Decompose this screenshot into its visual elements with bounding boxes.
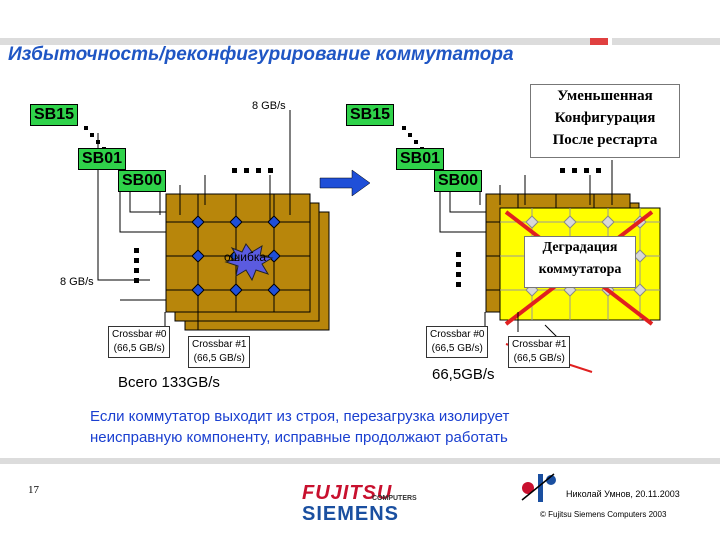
crossbar-node xyxy=(563,215,577,229)
left-crossbar-nodes xyxy=(191,215,281,297)
header-accent xyxy=(590,38,608,45)
left-sb15: SB15 xyxy=(30,104,79,126)
error-burst xyxy=(224,243,274,282)
crossbar-node xyxy=(633,249,647,263)
footer-rule xyxy=(0,458,720,464)
explanation-note: Если коммутатор выходит из строя, переза… xyxy=(90,408,510,446)
right-sb00: SB00 xyxy=(434,170,483,192)
left-sb01: SB01 xyxy=(78,148,127,170)
header-rule-right xyxy=(612,38,720,45)
crossbar-node xyxy=(601,215,615,229)
right-sb15: SB15 xyxy=(346,104,395,126)
left-xbar0-label: Crossbar #0(66,5 GB/s) xyxy=(108,326,171,358)
left-bandwidth-top: 8 GB/s xyxy=(252,100,286,112)
crossbar-node xyxy=(191,283,205,297)
siemens-logo: SIEMENS xyxy=(302,503,400,525)
left-total-bandwidth: Всего 133GB/s xyxy=(118,374,220,391)
slide-title: Избыточность/реконфигурирование коммутат… xyxy=(8,44,514,65)
fsc-emblem-icon xyxy=(521,473,556,502)
crossbar-node xyxy=(633,283,647,297)
header-rule xyxy=(0,38,590,45)
crossbar-node xyxy=(191,249,205,263)
transition-arrow xyxy=(319,169,371,197)
fujitsu-logo: FUJITSU xyxy=(302,482,393,504)
author-date: Николай Умнов, 20.11.2003 xyxy=(566,489,680,499)
right-sb01: SB01 xyxy=(396,148,445,170)
right-xbar0-label: Crossbar #0(66,5 GB/s) xyxy=(426,326,489,358)
left-sb00: SB00 xyxy=(118,170,167,192)
crossbar-node xyxy=(525,215,539,229)
crossbar-node xyxy=(191,215,205,229)
right-total-bandwidth: 66,5GB/s xyxy=(432,366,495,383)
degradation-box: Деградация коммутатора xyxy=(524,236,636,288)
left-xbar1-label: Crossbar #1(66,5 GB/s) xyxy=(188,336,251,368)
copyright: © Fujitsu Siemens Computers 2003 xyxy=(540,510,667,519)
reduced-config-box: Уменьшенная Конфигурация После рестарта xyxy=(530,84,680,158)
left-error-label: ошибка xyxy=(224,250,267,264)
crossbar-node xyxy=(267,283,281,297)
computers-logo-text: COMPUTERS xyxy=(372,495,417,502)
page-number: 17 xyxy=(28,484,39,496)
crossbar-node xyxy=(229,215,243,229)
left-bandwidth-side: 8 GB/s xyxy=(60,276,94,288)
crossbar-node xyxy=(229,283,243,297)
right-xbar1-label: Crossbar #1(66,5 GB/s) xyxy=(508,336,571,368)
